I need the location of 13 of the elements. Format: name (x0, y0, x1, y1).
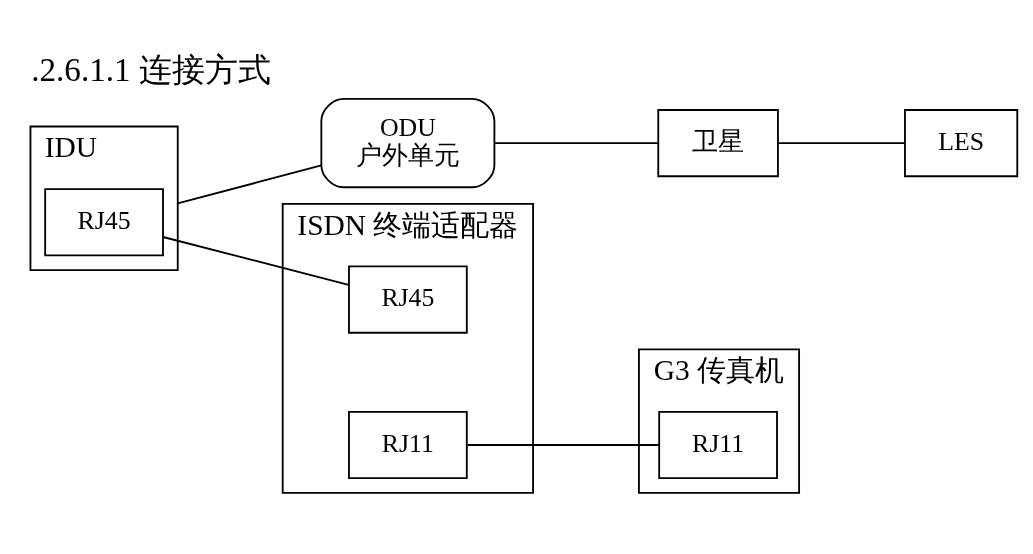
node-box: LES (904, 108, 1019, 177)
node-box: 卫星 (657, 108, 779, 177)
node-box: RJ45 (348, 265, 468, 334)
node-box: RJ45 (44, 187, 164, 256)
node-box: RJ11 (658, 410, 778, 479)
diagram-title: .2.6.1.1 连接方式 (31, 50, 271, 88)
connector (466, 443, 660, 446)
connector (777, 141, 906, 144)
connector (162, 235, 350, 286)
connector (176, 164, 323, 204)
node-box: RJ11 (348, 410, 468, 479)
connector (494, 141, 659, 144)
node-box: ODU 户外单元 (320, 97, 496, 188)
